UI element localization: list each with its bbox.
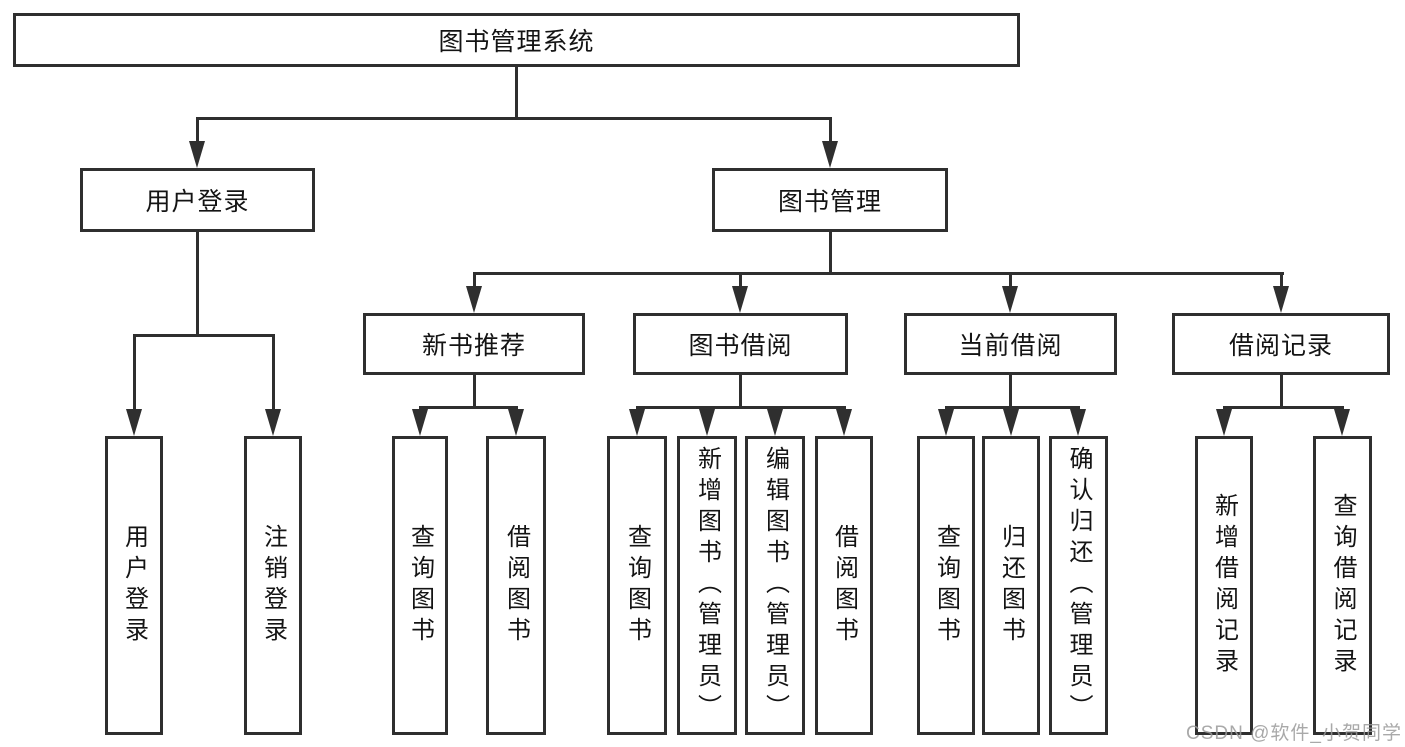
connector-records-hline — [1223, 406, 1344, 409]
connector-recommend-stem — [473, 373, 476, 409]
connector-recommend-hline — [419, 406, 518, 409]
leaf-recommend-borrow-books: 借阅图书 — [486, 436, 546, 735]
leaf-borrow-query-books: 查询图书 — [607, 436, 667, 735]
connector-borrow-hline — [636, 406, 846, 409]
leaf-records-query-record: 查询借阅记录 — [1313, 436, 1372, 735]
leaf-borrow-borrow-books: 借阅图书 — [815, 436, 873, 735]
arrowhead-current-leaf3-icon — [1070, 409, 1086, 436]
connector-root-hline — [196, 117, 832, 120]
connector-current-stem — [1009, 373, 1012, 409]
leaf-borrow-add-books-admin: 新增图书（管理员） — [677, 436, 737, 735]
connector-user-branch-stem — [196, 118, 199, 143]
arrowhead-borrow-leaf3-icon — [767, 409, 783, 436]
arrowhead-records-leaf1-icon — [1216, 409, 1232, 436]
leaf-records-add-record: 新增借阅记录 — [1195, 436, 1253, 735]
leaf-recommend-query-books: 查询图书 — [392, 436, 448, 735]
leaf-borrow-edit-books-admin: 编辑图书（管理员） — [745, 436, 805, 735]
connector-recommend-stem-top — [473, 272, 476, 288]
leaf-current-return-books: 归还图书 — [982, 436, 1040, 735]
arrowhead-to-book-mgmt-icon — [822, 141, 838, 168]
connector-book-mgmt-hline — [473, 272, 1284, 275]
connector-user-leaf2-stem — [272, 335, 275, 410]
arrowhead-borrow-leaf2-icon — [699, 409, 715, 436]
connector-mgmt-branch-stem — [829, 118, 832, 143]
connector-user-login-hline — [133, 334, 275, 337]
arrowhead-to-current-icon — [1002, 286, 1018, 313]
arrowhead-current-leaf2-icon — [1003, 409, 1019, 436]
watermark: CSDN @软件_小贺同学 — [1186, 723, 1402, 744]
arrowhead-recommend-leaf1-icon — [412, 409, 428, 436]
node-current-borrowing: 当前借阅 — [904, 313, 1117, 375]
connector-borrow-stem-top — [739, 272, 742, 288]
connector-current-hline — [945, 406, 1080, 409]
arrowhead-current-leaf1-icon — [938, 409, 954, 436]
node-book-borrowing: 图书借阅 — [633, 313, 848, 375]
leaf-current-query-books: 查询图书 — [917, 436, 975, 735]
arrowhead-to-borrow-icon — [732, 286, 748, 313]
connector-current-stem-top — [1009, 272, 1012, 288]
connector-records-stem — [1280, 373, 1283, 409]
leaf-current-confirm-return-admin: 确认归还（管理员） — [1049, 436, 1108, 735]
arrowhead-records-leaf2-icon — [1334, 409, 1350, 436]
connector-borrow-stem — [739, 373, 742, 409]
arrowhead-recommend-leaf2-icon — [508, 409, 524, 436]
leaf-user-login: 用户登录 — [105, 436, 163, 735]
arrowhead-to-user-login-icon — [189, 141, 205, 168]
arrowhead-to-login-leaf-icon — [126, 409, 142, 436]
connector-records-stem-top — [1280, 272, 1283, 288]
connector-root-stem — [515, 66, 518, 119]
arrowhead-borrow-leaf4-icon — [836, 409, 852, 436]
arrowhead-to-logout-leaf-icon — [265, 409, 281, 436]
arrowhead-to-records-icon — [1273, 286, 1289, 313]
node-book-management-branch: 图书管理 — [712, 168, 948, 232]
arrowhead-borrow-leaf1-icon — [629, 409, 645, 436]
connector-book-mgmt-stem — [829, 232, 832, 273]
node-new-book-recommend: 新书推荐 — [363, 313, 585, 375]
leaf-logout: 注销登录 — [244, 436, 302, 735]
node-borrowing-records: 借阅记录 — [1172, 313, 1390, 375]
node-user-login-branch: 用户登录 — [80, 168, 315, 232]
connector-user-leaf1-stem — [133, 335, 136, 410]
connector-user-login-stem — [196, 232, 199, 335]
node-root-book-management-system: 图书管理系统 — [13, 13, 1020, 67]
arrowhead-to-recommend-icon — [466, 286, 482, 313]
